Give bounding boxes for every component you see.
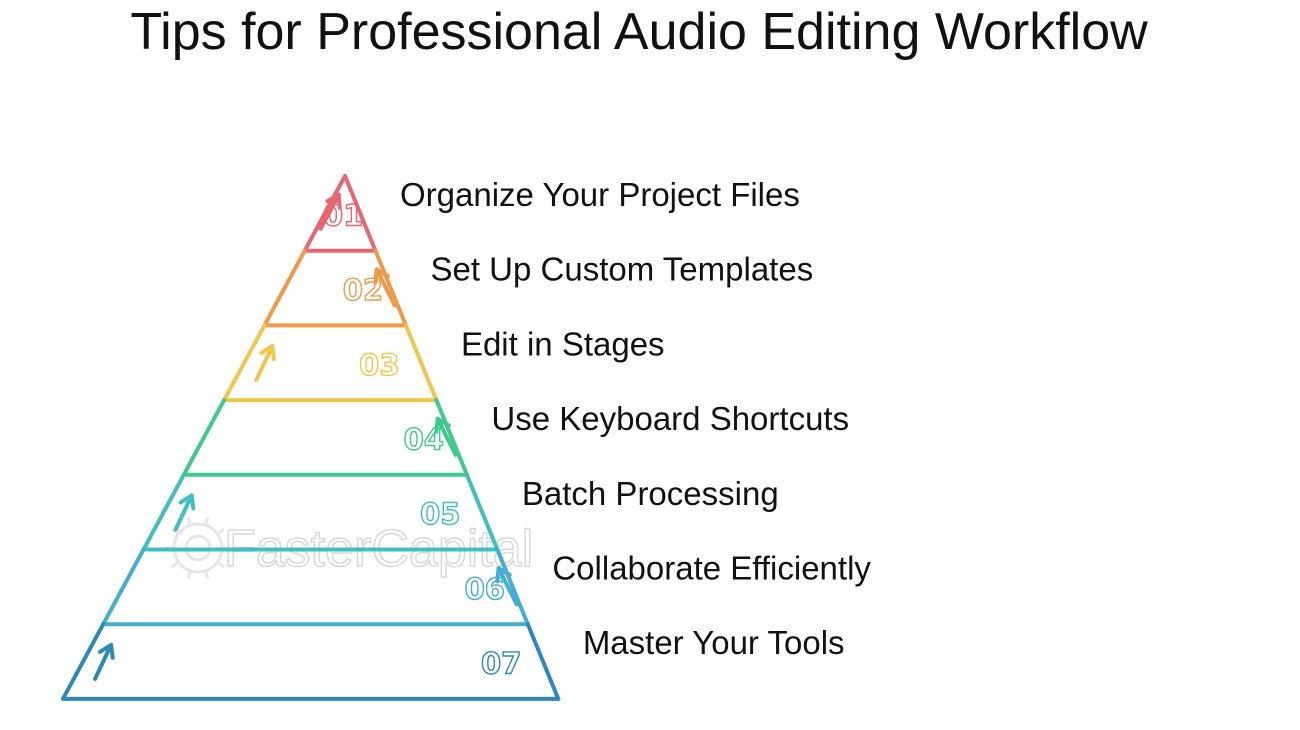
step-number: 03 [359, 348, 399, 382]
step-number: 07 [481, 647, 521, 681]
step-right-edge [495, 547, 530, 627]
page-title: Tips for Professional Audio Editing Work… [130, 3, 1148, 61]
step-number: 06 [465, 572, 505, 606]
step-label: Master Your Tools [583, 624, 845, 661]
step-right-edge [403, 323, 439, 403]
step-right-edge [525, 622, 561, 701]
step-number: 02 [343, 273, 383, 307]
pyramid-step-01: 01 Organize Your Project Files [302, 174, 800, 253]
step-right-edge [464, 472, 500, 552]
step-arrow-icon [93, 642, 115, 681]
step-outline [60, 622, 561, 701]
step-right-edge [373, 248, 408, 328]
step-label: Batch Processing [522, 475, 779, 512]
step-label: Edit in Stages [461, 325, 665, 362]
step-arrow-icon [434, 416, 458, 457]
step-label: Set Up Custom Templates [430, 251, 813, 288]
step-number: 04 [404, 422, 444, 456]
step-arrow-icon [495, 566, 519, 607]
pyramid-step-04: 04 Use Keyboard Shortcuts [181, 398, 849, 477]
step-number: 01 [323, 198, 363, 232]
step-arrow-icon [373, 267, 397, 308]
step-arrow-icon [254, 344, 276, 383]
step-outline [222, 323, 439, 403]
pyramid-step-02: 02 Set Up Custom Templates [262, 248, 813, 328]
step-label: Organize Your Project Files [400, 176, 800, 213]
step-label: Collaborate Efficiently [552, 550, 871, 587]
pyramid-steps: 01 Organize Your Project Files 02 Set Up Cu… [60, 174, 871, 701]
step-number: 05 [420, 497, 460, 531]
pyramid-step-07: 07 Master Your Tools [60, 622, 845, 701]
step-label: Use Keyboard Shortcuts [491, 400, 849, 437]
step-arrow-icon [318, 174, 378, 253]
pyramid-step-03: 03 Edit in Stages [222, 323, 665, 403]
step-right-edge [434, 398, 469, 477]
step-arrow-icon [173, 493, 196, 532]
